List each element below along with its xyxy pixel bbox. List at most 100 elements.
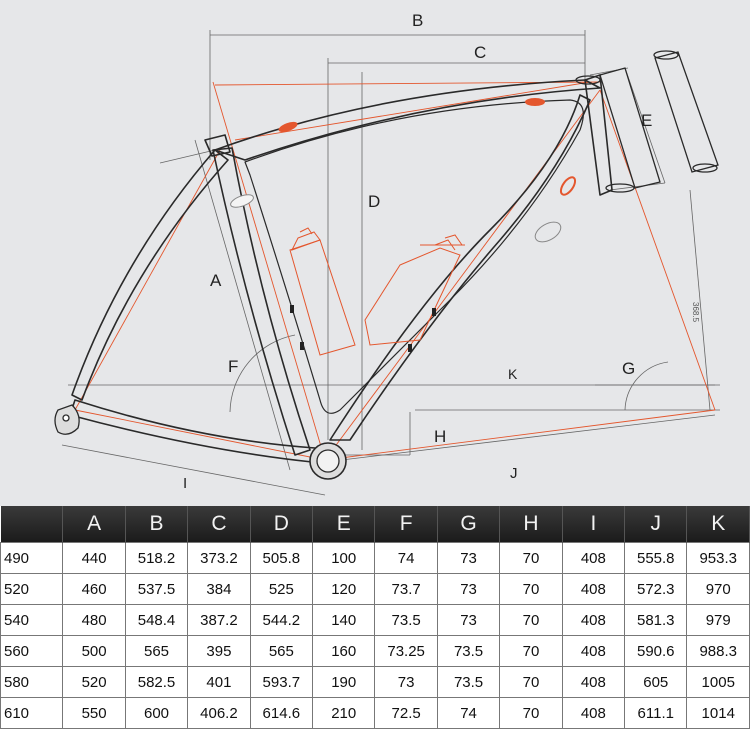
value-cell: 70: [499, 666, 563, 698]
value-cell: 605: [624, 666, 688, 698]
value-cell: 73.5: [436, 666, 501, 698]
value-cell: 480: [62, 604, 126, 636]
value-cell: 406.2: [187, 697, 251, 729]
dim-label-i: I: [183, 475, 187, 492]
column-header: D: [250, 506, 314, 543]
value-cell: 408: [561, 635, 626, 667]
value-cell: 953.3: [686, 542, 750, 574]
dim-label-h: H: [434, 427, 446, 446]
value-cell: 408: [561, 666, 626, 698]
value-cell: 210: [312, 697, 376, 729]
dim-label-a: A: [210, 271, 222, 290]
column-header: J: [624, 506, 688, 543]
value-cell: 74: [374, 542, 438, 574]
column-header: K: [686, 506, 750, 543]
value-cell: 550: [62, 697, 126, 729]
value-cell: 70: [499, 573, 563, 605]
value-cell: 140: [312, 604, 376, 636]
value-cell: 611.1: [624, 697, 688, 729]
value-cell: 537.5: [124, 573, 189, 605]
value-cell: 440: [62, 542, 126, 574]
value-cell: 73: [436, 604, 501, 636]
value-cell: 520: [62, 666, 126, 698]
value-cell: 581.3: [624, 604, 688, 636]
value-cell: 100: [312, 542, 376, 574]
value-cell: 525: [249, 573, 314, 605]
dim-label-e: E: [641, 111, 652, 130]
size-cell: 610: [0, 697, 64, 729]
dim-label-d: D: [368, 192, 380, 211]
rear-dropout: [54, 404, 80, 435]
frame-geometry-diagram: B C D E A F G K H I J 368.5: [0, 0, 750, 506]
value-cell: 518.2: [124, 542, 189, 574]
value-cell: 614.6: [249, 697, 314, 729]
value-cell: 565: [249, 635, 314, 667]
value-cell: 548.4: [124, 604, 189, 636]
value-cell: 70: [499, 542, 563, 574]
value-cell: 384: [187, 573, 251, 605]
frame-details: [230, 98, 577, 352]
dim-label-c: C: [474, 43, 486, 62]
value-cell: 970: [686, 573, 750, 605]
value-cell: 408: [561, 697, 626, 729]
size-cell: 490: [0, 542, 64, 574]
column-header: I: [562, 506, 626, 543]
column-header: C: [187, 506, 251, 543]
value-cell: 73.25: [374, 635, 438, 667]
value-cell: 565: [124, 635, 189, 667]
column-header: F: [374, 506, 438, 543]
size-cell: 560: [0, 635, 64, 667]
value-cell: 70: [499, 635, 563, 667]
value-cell: 1005: [686, 666, 750, 698]
value-cell: 120: [312, 573, 376, 605]
value-cell: 373.2: [187, 542, 251, 574]
fork-parts: [575, 50, 719, 193]
value-cell: 160: [312, 635, 376, 667]
dim-label-f: F: [228, 357, 238, 376]
value-cell: 73: [436, 542, 501, 574]
dimension-lines: [61, 30, 720, 496]
size-cell: 520: [0, 573, 64, 605]
water-bottles: [289, 227, 463, 356]
value-cell: 74: [436, 697, 501, 729]
column-header: [0, 506, 64, 543]
column-header: E: [312, 506, 376, 543]
value-cell: 600: [124, 697, 189, 729]
size-cell: 540: [0, 604, 64, 636]
value-cell: 73: [374, 666, 438, 698]
value-cell: 401: [187, 666, 251, 698]
dim-label-b: B: [412, 11, 423, 30]
value-cell: 593.7: [249, 666, 314, 698]
value-cell: 70: [499, 697, 563, 729]
value-cell: 572.3: [624, 573, 688, 605]
value-cell: 460: [62, 573, 126, 605]
dim-label-j: J: [510, 465, 518, 482]
frame-drawing: B C D E A F G K H I J 368.5: [54, 11, 720, 496]
value-cell: 505.8: [249, 542, 314, 574]
size-cell: 580: [0, 666, 64, 698]
column-header: G: [437, 506, 501, 543]
value-cell: 979: [686, 604, 750, 636]
value-cell: 1014: [686, 697, 750, 729]
value-cell: 387.2: [187, 604, 251, 636]
value-cell: 555.8: [624, 542, 688, 574]
column-header: B: [125, 506, 189, 543]
centerlines: [74, 81, 716, 461]
dim-label-g: G: [622, 359, 635, 378]
value-cell: 500: [62, 635, 126, 667]
value-cell: 73: [436, 573, 501, 605]
value-cell: 582.5: [124, 666, 189, 698]
frame-outline: [69, 74, 613, 463]
value-cell: 395: [187, 635, 251, 667]
column-header: A: [62, 506, 126, 543]
value-cell: 590.6: [624, 635, 688, 667]
value-cell: 408: [561, 573, 626, 605]
